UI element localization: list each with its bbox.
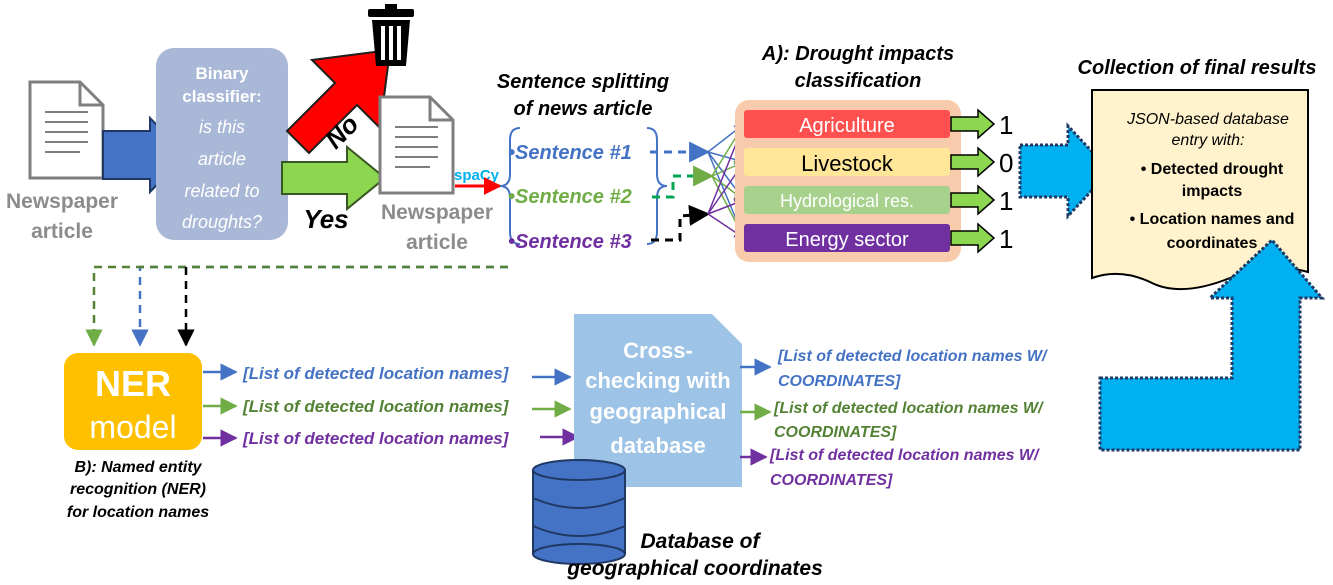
impact-output-arrows — [950, 108, 996, 254]
crosscheck-text: Cross- — [623, 338, 693, 363]
left-brace — [499, 127, 521, 245]
impact-energy-output: 1 — [999, 224, 1013, 254]
splitting-title: of news article — [514, 98, 653, 120]
database-label: geographical coordinates — [566, 557, 823, 580]
json-bullet-locations: coordinates — [1167, 235, 1258, 252]
classifier-question: related to — [184, 181, 259, 201]
impact-livestock-output: 0 — [999, 148, 1013, 178]
ner-caption: for location names — [67, 504, 209, 521]
yes-arrow — [281, 144, 387, 212]
impact-agriculture-output: 1 — [999, 110, 1013, 140]
database-icon — [532, 459, 626, 565]
impact-livestock — [744, 148, 950, 176]
classifier-question: article — [198, 149, 246, 169]
impacts-panel — [735, 100, 961, 262]
impact-hydrological-output: 1 — [999, 186, 1013, 216]
trash-icon — [368, 4, 414, 66]
classifier-title: classifier: — [182, 87, 261, 106]
json-bullet-locations: • Location names and — [1130, 211, 1295, 228]
results-arrow — [1018, 122, 1113, 220]
classifier-question: is this — [199, 117, 245, 137]
ner-subtitle: model — [89, 409, 176, 445]
json-bullet-impacts: impacts — [1182, 183, 1243, 200]
coord-list-3: COORDINATES] — [770, 472, 893, 489]
impact-energy-label: Energy sector — [785, 229, 909, 251]
crosscheck-text: geographical — [590, 399, 727, 424]
binary-classifier-box — [156, 48, 288, 240]
sentence-1: •Sentence #1 — [508, 142, 632, 164]
related-article-label: article — [406, 231, 468, 254]
json-bullet-impacts: • Detected drought — [1141, 161, 1284, 178]
classifier-question: droughts? — [182, 212, 262, 232]
no-arrow — [285, 48, 392, 155]
input-article-label: article — [31, 220, 93, 243]
ner-caption: recognition (NER) — [70, 481, 206, 498]
crosscheck-text: database — [610, 433, 705, 458]
right-brace — [646, 127, 668, 245]
input-article-icon — [28, 80, 105, 180]
impact-livestock-label: Livestock — [801, 151, 894, 176]
crosscheck-box — [574, 314, 742, 487]
crosscheck-text: checking with — [585, 368, 730, 393]
json-entry-text: JSON-based database — [1126, 111, 1289, 128]
spacy-label: spaCy — [454, 167, 500, 184]
impact-agriculture — [744, 110, 950, 138]
classification-title: classification — [795, 70, 922, 92]
ner-model-box — [64, 353, 202, 450]
classifier-title: Binary — [196, 64, 249, 83]
detected-list-1: [List of detected location names] — [242, 364, 510, 383]
related-article-label: Newspaper — [381, 201, 493, 224]
related-article-icon — [378, 95, 455, 195]
impact-agriculture-label: Agriculture — [799, 115, 895, 137]
classification-title: A): Drought impacts — [761, 43, 954, 65]
coord-list-2: [List of detected location names W/ — [773, 400, 1044, 417]
json-entry-text: entry with: — [1172, 132, 1245, 149]
locations-results-arrow — [1098, 237, 1326, 452]
impact-hydrological-label: Hydrological res. — [780, 191, 914, 211]
splitting-title: Sentence splitting — [497, 71, 669, 93]
coord-list-2: COORDINATES] — [774, 424, 897, 441]
ner-link-green — [85, 265, 508, 347]
ner-caption: B): Named entity — [74, 459, 202, 476]
sentence-3-connector — [651, 204, 711, 242]
database-label: Database of — [640, 530, 761, 553]
detected-list-2: [List of detected location names] — [242, 397, 510, 416]
ner-link-blue — [131, 265, 508, 347]
input-article-label: Newspaper — [6, 190, 118, 213]
coord-list-3: [List of detected location names W/ — [769, 447, 1040, 464]
impact-energy — [744, 224, 950, 252]
coord-list-1: COORDINATES] — [778, 373, 901, 390]
impact-hydrological — [744, 186, 950, 214]
sentence-2-connector — [652, 165, 715, 199]
yes-label: Yes — [303, 204, 348, 234]
ner-title: NER — [95, 363, 171, 404]
coord-list-1: [List of detected location names W/ — [777, 348, 1048, 365]
detected-list-3: [List of detected location names] — [242, 429, 510, 448]
sentence-3: •Sentence #3 — [508, 231, 632, 253]
sentence-2: •Sentence #2 — [508, 186, 632, 208]
final-title: Collection of final results — [1078, 57, 1317, 79]
